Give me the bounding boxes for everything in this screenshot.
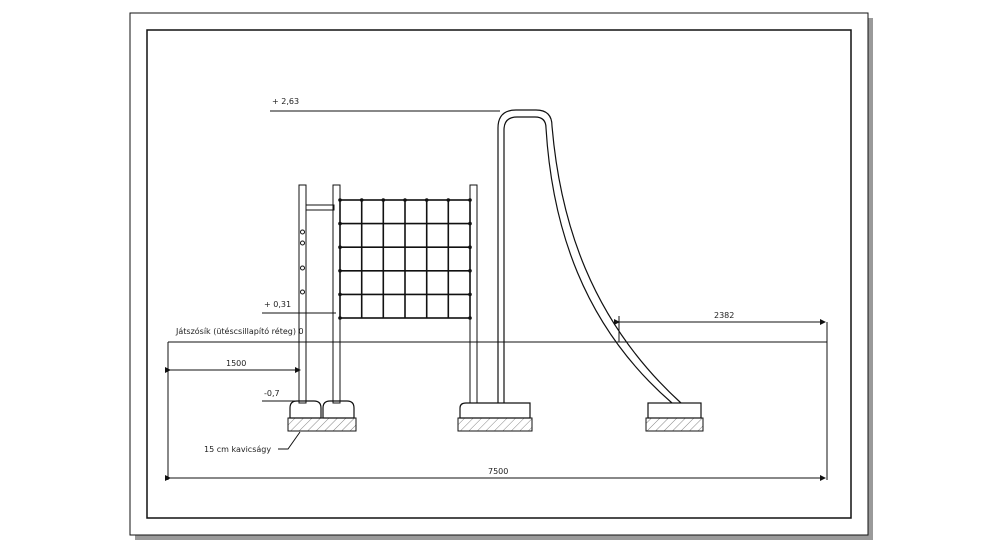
dimension-1500-label: 1500 (226, 359, 246, 368)
foundation-2 (322, 400, 355, 419)
net-knots (338, 198, 472, 320)
slide-tube-outer (497, 109, 553, 403)
gravel-bed-2 (457, 417, 533, 432)
gravel-bed-1 (287, 417, 357, 432)
left-post-hole-4 (300, 289, 305, 295)
foundation-1 (289, 400, 322, 419)
foundation-3 (459, 402, 531, 419)
ground-label: Játszósík (ütéscsillapító réteg) 0 (175, 326, 304, 336)
gravel-leader (278, 431, 301, 450)
gravel-label: 15 cm kavicságy (204, 445, 271, 454)
sheet (129, 12, 869, 536)
elevation-label-top: + 2,63 (272, 97, 299, 106)
left-post-hole-2 (300, 240, 305, 246)
left-post-hole-3 (300, 265, 305, 271)
slide-tube-inner (503, 116, 547, 403)
elevation-label-low: -0,7 (264, 389, 280, 398)
net-grid (340, 200, 470, 318)
dimension-2382-label: 2382 (714, 311, 734, 320)
elevation-label-mid: + 0,31 (264, 300, 291, 309)
left-post (298, 184, 307, 404)
slide-chute-inner (545, 127, 673, 404)
gravel-bed-3 (645, 417, 704, 432)
left-post-hole-1 (300, 229, 305, 235)
slide-chute-outer (551, 125, 682, 404)
drawing-frame (146, 29, 852, 519)
horizontal-bar (305, 204, 335, 211)
dimension-7500-label: 7500 (488, 467, 508, 476)
